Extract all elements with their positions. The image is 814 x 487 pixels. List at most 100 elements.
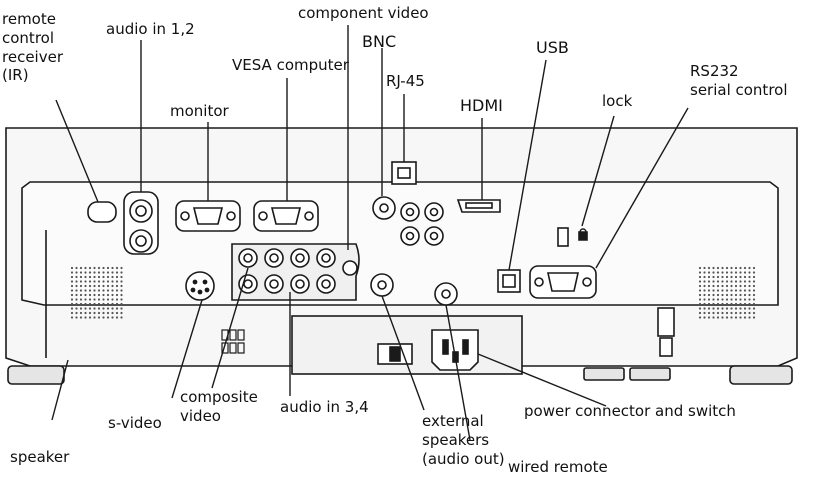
grille-dot <box>730 275 733 279</box>
grille-dot <box>79 275 83 279</box>
grille-dot <box>725 289 729 292</box>
grille-dot <box>752 266 756 270</box>
grille-dot <box>93 311 96 315</box>
grille-dot <box>97 284 101 288</box>
grille-dot <box>79 307 83 310</box>
grille-dot <box>743 280 747 283</box>
label-vesa-computer: VESA computer <box>232 56 349 74</box>
grille-dot <box>716 289 720 292</box>
grille-dot <box>698 302 702 306</box>
grille-dot <box>734 275 738 279</box>
grille-dot <box>88 311 92 315</box>
grille-dot <box>120 307 123 310</box>
grille-dot <box>97 275 101 279</box>
grille-dot <box>716 266 720 270</box>
grille-dot <box>703 316 706 319</box>
grille-dot <box>721 289 724 292</box>
grille-dot <box>70 284 74 288</box>
grille-dot <box>97 266 101 270</box>
grille-dot <box>115 275 119 279</box>
leader-lines <box>51 25 689 441</box>
grille-dot <box>79 284 83 288</box>
grille-dot <box>106 316 110 319</box>
label-s-video: s-video <box>108 414 162 432</box>
grille-dot <box>75 316 78 319</box>
grille-dot <box>88 280 92 283</box>
grille-dot <box>739 293 742 297</box>
grille-dot <box>707 271 711 274</box>
grille-dot <box>84 266 87 270</box>
grille-dot <box>707 289 711 292</box>
grille-dot <box>70 298 74 301</box>
grille-dot <box>748 280 751 283</box>
grille-dot <box>102 316 105 319</box>
grille-dot <box>115 307 119 310</box>
usb-port <box>497 269 521 293</box>
grille-dot <box>120 280 123 283</box>
grille-dot <box>716 275 720 279</box>
grille-dot <box>743 302 747 306</box>
label-remote-control-receiver: remote control receiver (IR) <box>2 10 63 85</box>
grille-dot <box>88 266 92 270</box>
grille-dot <box>725 266 729 270</box>
grille-dot <box>97 316 101 319</box>
grille-dot <box>730 266 733 270</box>
grille-dot <box>748 289 751 292</box>
grille-dot <box>743 275 747 279</box>
grille-dot <box>703 271 706 274</box>
grille-dot <box>725 275 729 279</box>
grille-dot <box>752 284 756 288</box>
grille-dot <box>75 271 78 274</box>
grille-dot <box>115 280 119 283</box>
grille-dot <box>752 275 756 279</box>
grille-dot <box>721 275 724 279</box>
grille-dot <box>70 311 74 315</box>
grille-dot <box>739 289 742 292</box>
grille-dot <box>734 298 738 301</box>
grille-dot <box>106 293 110 297</box>
grille-dot <box>743 316 747 319</box>
grille-dot <box>712 293 715 297</box>
grille-dot <box>106 284 110 288</box>
grille-dot <box>70 316 74 319</box>
grille-dot <box>115 266 119 270</box>
grille-dot <box>115 289 119 292</box>
label-wired-remote: wired remote <box>508 458 608 476</box>
grille-dot <box>111 307 114 310</box>
grille-dot <box>752 271 756 274</box>
grille-dot <box>703 311 706 315</box>
grille-dot <box>748 311 751 315</box>
grille-dot <box>743 284 747 288</box>
grille-dot <box>716 307 720 310</box>
grille-dot <box>734 316 738 319</box>
grille-dot <box>115 316 119 319</box>
grille-dot <box>97 293 101 297</box>
grille-dot <box>712 266 715 270</box>
grille-dot <box>730 284 733 288</box>
grille-dot <box>79 266 83 270</box>
grille-dot <box>111 275 114 279</box>
grille-dot <box>712 280 715 283</box>
grille-dot <box>75 293 78 297</box>
label-bnc: BNC <box>362 32 397 51</box>
grille-dot <box>748 266 751 270</box>
grille-dot <box>721 266 724 270</box>
grille-dot <box>707 311 711 315</box>
grille-dot <box>106 302 110 306</box>
grille-dot <box>75 302 78 306</box>
grille-dot <box>716 271 720 274</box>
wired-remote-jack <box>434 282 458 306</box>
grille-dot <box>752 293 756 297</box>
grille-dot <box>716 280 720 283</box>
grille-dot <box>106 311 110 315</box>
grille-dot <box>703 302 706 306</box>
grille-dot <box>120 298 123 301</box>
grille-dot <box>93 316 96 319</box>
grille-dot <box>111 311 114 315</box>
audio-in-1-jack <box>129 199 153 223</box>
grille-dot <box>716 298 720 301</box>
grille-dot <box>725 293 729 297</box>
grille-dot <box>721 311 724 315</box>
grille-dot <box>712 302 715 306</box>
